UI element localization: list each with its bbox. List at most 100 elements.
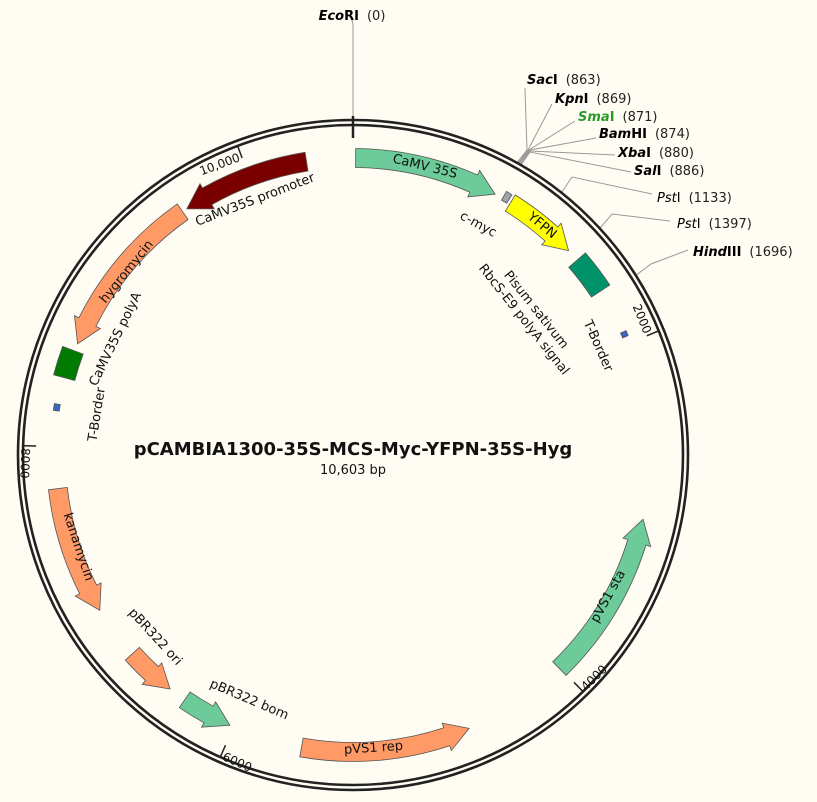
site-position: (874) bbox=[655, 127, 690, 142]
site-position: (0) bbox=[367, 9, 385, 24]
site-saci[interactable]: SacI(863) bbox=[517, 73, 601, 163]
feature-arrow-pbr322-bom[interactable] bbox=[178, 691, 231, 728]
site-leader-line bbox=[518, 120, 576, 164]
site-name-suffix: III bbox=[727, 245, 742, 260]
site-label[interactable]: BamHI (874) bbox=[599, 127, 690, 142]
feature-c-myc[interactable]: c-myc bbox=[457, 190, 513, 241]
feature-pbr322-bom[interactable]: pBR322 bom bbox=[178, 677, 291, 728]
site-leader-line bbox=[351, 19, 354, 119]
site-name-suffix: I bbox=[610, 110, 615, 125]
site-name-suffix: I bbox=[584, 92, 589, 107]
site-leader-line bbox=[517, 87, 528, 163]
site-label[interactable]: SacI (863) bbox=[527, 73, 601, 88]
restriction-sites: EcoRI(0)SacI(863)KpnI(869)SmaI(871)BamHI… bbox=[319, 9, 793, 276]
site-leader-line bbox=[600, 213, 671, 229]
site-kpni[interactable]: KpnI(869) bbox=[518, 92, 632, 163]
site-name-suffix: I bbox=[657, 164, 662, 179]
feature-pvs1-sta[interactable]: pVS1 sta bbox=[552, 518, 652, 676]
feature-pisum-sativum-rbcs-e9-polya-signal[interactable]: Pisum sativumRbcS-E9 polyA signal bbox=[476, 251, 611, 378]
site-smai[interactable]: SmaI(871) bbox=[518, 110, 658, 164]
site-name-suffix: HI bbox=[631, 127, 647, 142]
site-leader-line bbox=[518, 137, 597, 164]
site-position: (886) bbox=[669, 164, 704, 179]
site-name-italic: Xba bbox=[617, 146, 646, 161]
feature-pbr322-ori[interactable]: pBR322 ori bbox=[124, 606, 185, 690]
site-psti[interactable]: PstI (1133) bbox=[561, 176, 732, 206]
site-name-suffix: I bbox=[697, 217, 701, 232]
plasmid-length: 10,603 bp bbox=[320, 463, 386, 478]
feature-arrow-kanamycin[interactable] bbox=[48, 487, 102, 611]
feature-box-c-myc[interactable] bbox=[500, 190, 513, 204]
tick-mark bbox=[237, 146, 243, 159]
site-position: (863) bbox=[566, 73, 601, 88]
site-position: (1133) bbox=[689, 191, 732, 206]
site-position: (869) bbox=[596, 92, 631, 107]
site-position: (871) bbox=[623, 110, 658, 125]
site-ecori[interactable]: EcoRI (0) bbox=[319, 9, 386, 119]
feature-pvs1-rep[interactable]: pVS1 rep bbox=[299, 722, 470, 762]
feature-camv-35s[interactable]: CaMV 35S bbox=[355, 148, 496, 198]
backbone-ring bbox=[16, 116, 690, 792]
tick-mark bbox=[573, 681, 583, 692]
site-name-italic: Sac bbox=[527, 73, 553, 88]
feature-box-t-border[interactable] bbox=[619, 330, 629, 339]
tick-mark bbox=[219, 744, 227, 757]
feature-arrow-pvs1-sta[interactable] bbox=[552, 518, 652, 676]
feature-arrow-hygromycin[interactable] bbox=[74, 203, 189, 345]
feature-arrow-pbr322-ori[interactable] bbox=[124, 646, 171, 690]
feature-t-border[interactable]: T-Border bbox=[52, 386, 109, 444]
site-position: (880) bbox=[659, 146, 694, 161]
site-name-italic: Bam bbox=[599, 127, 631, 142]
feature-box-pisum-sativum-rbcs-e9-polya-signal[interactable] bbox=[568, 252, 611, 298]
site-name-italic: Pst bbox=[677, 217, 698, 232]
feature-label: pVS1 rep bbox=[343, 739, 403, 758]
site-name-italic: Hind bbox=[693, 245, 728, 260]
site-leader-line bbox=[520, 151, 632, 173]
tick-label: 2000 bbox=[630, 302, 654, 336]
site-leader-line bbox=[520, 150, 616, 165]
feature-label: c-myc bbox=[457, 209, 499, 241]
site-position: (1696) bbox=[749, 245, 792, 260]
site-name-suffix: I bbox=[646, 146, 651, 161]
site-name-italic: Sal bbox=[634, 164, 657, 179]
site-label[interactable]: PstI (1133) bbox=[657, 191, 732, 206]
plasmid-name: pCAMBIA1300-35S-MCS-Myc-YFPN-35S-Hyg bbox=[134, 439, 573, 460]
site-name-suffix: RI bbox=[344, 9, 359, 24]
feature-label: T-Border bbox=[85, 386, 109, 444]
site-label[interactable]: SalI (886) bbox=[634, 164, 704, 179]
tick-label: 6000 bbox=[220, 750, 254, 775]
site-label[interactable]: EcoRI (0) bbox=[319, 9, 386, 24]
site-label[interactable]: HindIII (1696) bbox=[693, 245, 793, 260]
site-label[interactable]: KpnI(869) bbox=[555, 92, 631, 107]
site-name-italic: Pst bbox=[657, 191, 678, 206]
site-label[interactable]: SmaI(871) bbox=[578, 110, 658, 125]
site-name-suffix: I bbox=[677, 191, 681, 206]
feature-arrow-yfpn[interactable] bbox=[504, 194, 570, 252]
feature-box-t-border[interactable] bbox=[52, 403, 61, 412]
feature-yfpn[interactable]: YFPN bbox=[504, 194, 570, 252]
feature-t-border[interactable]: T-Border bbox=[579, 317, 629, 375]
site-sali[interactable]: SalI (886) bbox=[520, 151, 704, 179]
feature-arrow-camv-35s[interactable] bbox=[355, 148, 496, 198]
feature-label: Pisum sativumRbcS-E9 polyA signal bbox=[476, 251, 585, 377]
site-leader-line bbox=[518, 103, 553, 163]
feature-box-camv35s-polya[interactable] bbox=[53, 345, 84, 381]
feature-label: CaMV 35S bbox=[391, 152, 459, 183]
site-name-suffix: I bbox=[553, 73, 558, 88]
site-hindiii[interactable]: HindIII (1696) bbox=[636, 245, 793, 276]
site-label[interactable]: XbaI (880) bbox=[617, 146, 694, 161]
feature-arrow-camv35s-promoter[interactable] bbox=[186, 151, 309, 210]
feature-arrow-pvs1-rep[interactable] bbox=[299, 722, 470, 762]
site-psti[interactable]: PstI (1397) bbox=[600, 213, 752, 232]
site-xbai[interactable]: XbaI (880) bbox=[520, 146, 694, 165]
tick-label: 8000 bbox=[17, 448, 32, 479]
site-bamhi[interactable]: BamHI (874) bbox=[518, 127, 690, 164]
feature-kanamycin[interactable]: kanamycin bbox=[48, 487, 102, 611]
feature-label-line: RbcS-E9 polyA signal bbox=[476, 261, 573, 378]
site-position: (1397) bbox=[709, 217, 752, 232]
site-leader-line bbox=[636, 249, 689, 276]
tick-mark bbox=[646, 330, 659, 337]
site-name-italic: Eco bbox=[319, 9, 345, 24]
site-label[interactable]: PstI (1397) bbox=[677, 217, 752, 232]
site-leader-line bbox=[561, 176, 653, 195]
